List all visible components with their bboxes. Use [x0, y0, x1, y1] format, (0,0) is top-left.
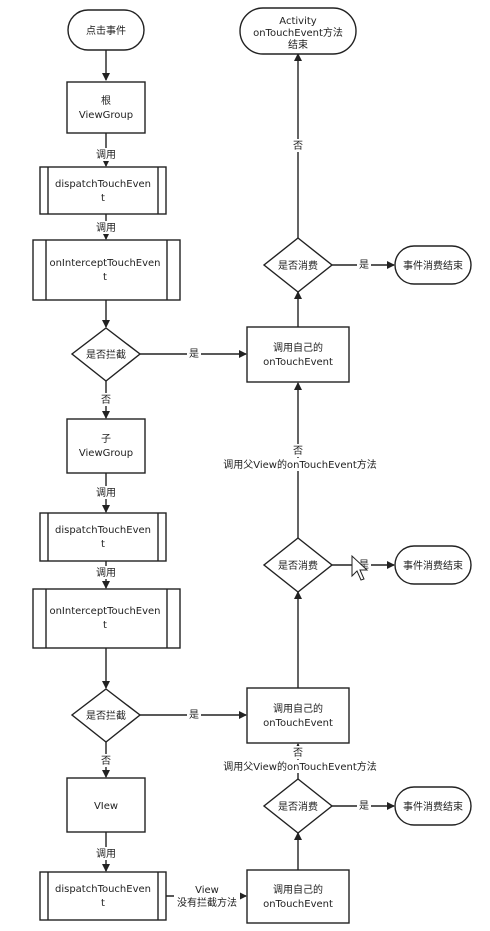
node-dispatch2-line1: dispatchTouchEven — [55, 525, 151, 536]
node-dispatch3-line2: t — [101, 898, 105, 909]
node-intercept2-line1: onInterceptTouchEven — [49, 606, 160, 617]
node-own2-line1: 调用自己的 — [273, 702, 323, 715]
node-dispatch1-line1: dispatchTouchEven — [55, 179, 151, 190]
node-activity-end: Activity onTouchEvent方法 结束 — [239, 7, 357, 55]
node-dispatch1-line2: t — [101, 193, 105, 204]
edge-label-call1: 调用 — [96, 149, 116, 161]
node-end3: 事件消费结束 — [394, 786, 472, 826]
node-end1: 事件消费结束 — [394, 245, 472, 285]
node-own-touch1: 调用自己的 onTouchEvent — [246, 326, 350, 383]
node-own3-line1: 调用自己的 — [273, 883, 323, 896]
edge-label-no1: 否 — [293, 140, 303, 152]
node-view: VIew — [66, 777, 146, 833]
node-end2-label: 事件消费结束 — [403, 559, 463, 572]
node-intercept1-line2: t — [103, 272, 107, 283]
node-own-touch3: 调用自己的 onTouchEvent — [246, 869, 350, 924]
edge-label-yes-end3: 是 — [359, 800, 369, 812]
node-decision-intercept2-label: 是否拦截 — [86, 709, 126, 722]
edge-label-parent-call1: 调用父View的onTouchEvent方法 — [223, 458, 377, 471]
node-own1-line1: 调用自己的 — [273, 341, 323, 354]
mouse-cursor — [351, 554, 369, 581]
edge-label-call4: 调用 — [96, 567, 116, 579]
edge-label-no3: 否 — [293, 747, 303, 759]
edge-label-no2: 否 — [293, 445, 303, 457]
node-dispatch3: dispatchTouchEven t — [39, 871, 167, 921]
node-own1-line2: onTouchEvent — [263, 357, 333, 368]
node-root-line1: 根 — [101, 94, 111, 107]
node-consumed1: 是否消费 — [262, 237, 334, 293]
node-own2-line2: onTouchEvent — [263, 718, 333, 729]
node-decision-intercept2: 是否拦截 — [70, 688, 142, 743]
node-intercept2: onInterceptTouchEven t — [32, 588, 181, 649]
node-intercept2-line2: t — [103, 620, 107, 631]
edge-label-view-line1: View — [195, 885, 219, 896]
edge-label-call2: 调用 — [96, 222, 116, 234]
node-end2: 事件消费结束 — [394, 545, 472, 585]
node-consumed2: 是否消费 — [262, 537, 334, 593]
node-root-viewgroup: 根 ViewGroup — [66, 81, 146, 134]
edge-label-yes-end2: 是 — [359, 559, 369, 571]
edge-label-yes-intercept2: 是 — [189, 709, 199, 721]
edge-label-yes-intercept1: 是 — [189, 348, 199, 360]
node-dispatch2-line2: t — [101, 539, 105, 550]
node-start-label: 点击事件 — [86, 24, 126, 37]
node-own-touch2: 调用自己的 onTouchEvent — [246, 687, 350, 744]
node-end1-label: 事件消费结束 — [403, 259, 463, 272]
node-decision-intercept1: 是否拦截 — [70, 327, 142, 382]
node-consumed1-label: 是否消费 — [278, 259, 318, 272]
node-end3-label: 事件消费结束 — [403, 800, 463, 813]
node-own3-line2: onTouchEvent — [263, 899, 333, 910]
node-view-label: VIew — [94, 801, 118, 812]
edge-label-yes-end1: 是 — [359, 259, 369, 271]
node-consumed3: 是否消费 — [262, 778, 334, 834]
node-decision-intercept1-label: 是否拦截 — [86, 348, 126, 361]
edge-label-no-intercept1: 否 — [101, 394, 111, 406]
node-activity-line1: Activity — [279, 16, 316, 27]
node-consumed2-label: 是否消费 — [278, 559, 318, 572]
edge-label-no-intercept2: 否 — [101, 755, 111, 767]
node-dispatch1: dispatchTouchEven t — [39, 166, 167, 215]
edge-label-call3: 调用 — [96, 487, 116, 499]
edge-label-call5: 调用 — [96, 848, 116, 860]
node-root-line2: ViewGroup — [79, 110, 133, 121]
node-child-line1: 子 — [101, 433, 111, 445]
node-child-line2: ViewGroup — [79, 448, 133, 459]
node-activity-line3: 结束 — [288, 38, 308, 51]
node-intercept1-line1: onInterceptTouchEven — [49, 258, 160, 269]
node-dispatch2: dispatchTouchEven t — [39, 512, 167, 562]
edge-label-parent-call2: 调用父View的onTouchEvent方法 — [223, 760, 377, 773]
node-start: 点击事件 — [67, 9, 145, 51]
node-activity-line2: onTouchEvent方法 — [253, 26, 343, 39]
node-intercept1: onInterceptTouchEven t — [32, 239, 181, 301]
edge-labels: 调用 调用 否 调用 调用 否 调用 是 是 View 没有拦截方法 否 否 调… — [94, 139, 378, 909]
edge-label-view-line2: 没有拦截方法 — [177, 896, 237, 909]
node-child-viewgroup: 子 ViewGroup — [66, 418, 146, 474]
node-consumed3-label: 是否消费 — [278, 800, 318, 813]
node-dispatch3-line1: dispatchTouchEven — [55, 884, 151, 895]
